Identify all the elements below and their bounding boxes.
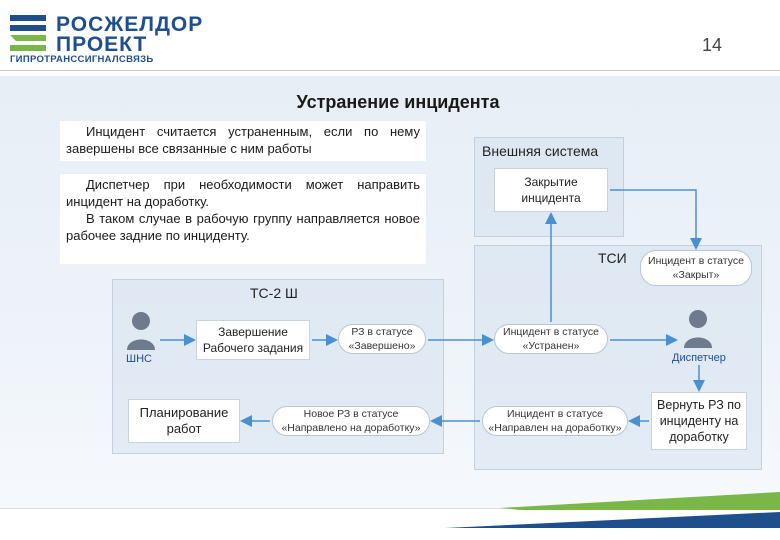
status-wo-completed: РЗ в статусе «Завершено» <box>338 324 426 354</box>
panel-tsi-label: ТСИ <box>598 250 627 266</box>
note-paragraph-2: В таком случае в рабочую группу направля… <box>66 211 420 243</box>
note-dispatcher-rework: Диспетчер при необходимости может направ… <box>60 174 426 264</box>
panel-external-label: Внешняя система <box>482 143 599 159</box>
person-shns-icon <box>127 312 155 350</box>
actor-shns-label: ШНС <box>126 353 152 365</box>
page-number: 14 <box>702 35 723 55</box>
box-return-for-rework: Вернуть РЗ по инциденту на доработку <box>651 392 747 450</box>
note-resolved-definition: Инцидент считается устраненным, если по … <box>60 121 426 161</box>
note-paragraph-1: Диспетчер при необходимости может направ… <box>66 177 420 209</box>
header-divider <box>0 70 780 71</box>
slide-title: Устранение инцидента <box>296 92 500 112</box>
actor-dispatcher-label: Диспетчер <box>672 352 726 364</box>
status-incident-sent-rework: Инцидент в статусе «Направлен на доработ… <box>482 406 628 436</box>
status-incident-resolved: Инцидент в статусе «Устранен» <box>494 324 608 354</box>
person-dispatcher-icon <box>684 310 712 348</box>
logo-mark-icon <box>10 15 46 51</box>
box-plan-works: Планирование работ <box>128 399 240 443</box>
box-finish-work-order: Завершение Рабочего задания <box>196 320 310 360</box>
status-incident-closed: Инцидент в статусе «Закрыт» <box>640 250 752 286</box>
logo-title-line2: ПРОЕКТ <box>56 33 148 56</box>
panel-tc2-label: ТС-2 Ш <box>250 285 298 301</box>
footer-divider <box>0 508 780 509</box>
logo-subtitle: ГИПРОТРАНССИГНАЛСВЯЗЬ <box>10 54 154 65</box>
status-new-wo-rework: Новое РЗ в статусе «Направлено на дорабо… <box>272 406 430 436</box>
logo-title-line1: РОСЖЕЛДОР <box>56 13 204 36</box>
box-close-incident: Закрытие инцидента <box>494 168 608 212</box>
arrow-close-to-closed <box>610 189 702 250</box>
